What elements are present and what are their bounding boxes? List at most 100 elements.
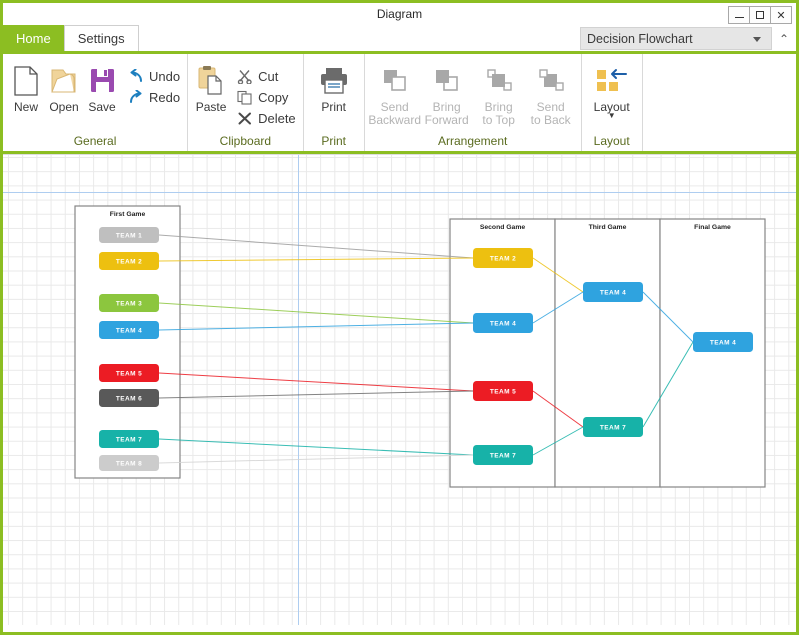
save-button-label: Save xyxy=(88,100,116,114)
flowchart-node-label: TEAM 7 xyxy=(600,424,626,431)
flowchart-node[interactable]: TEAM 7 xyxy=(99,430,159,448)
ribbon-group-print: Print Print xyxy=(304,54,365,151)
flowchart-node[interactable]: TEAM 7 xyxy=(583,417,643,437)
connector-line[interactable] xyxy=(158,322,474,331)
ribbon-tab-strip: Home Settings Decision Flowchart ⌃ xyxy=(3,25,796,54)
connector-line[interactable] xyxy=(532,426,584,456)
connector-line[interactable] xyxy=(158,234,474,259)
flowchart-node-label: TEAM 2 xyxy=(116,258,142,265)
tab-home[interactable]: Home xyxy=(3,25,64,51)
open-folder-icon xyxy=(50,62,78,100)
swimlane-label: Final Game xyxy=(694,224,731,231)
paste-button[interactable]: Paste xyxy=(192,60,230,114)
minimize-button[interactable] xyxy=(728,6,750,24)
tab-home-label: Home xyxy=(16,30,51,46)
print-button[interactable]: Print xyxy=(308,60,360,114)
connector-line[interactable] xyxy=(532,390,584,428)
flowchart-node[interactable]: TEAM 7 xyxy=(473,445,533,465)
vertical-guide-line xyxy=(298,155,299,625)
clipboard-actions-column: Cut Copy Delete xyxy=(230,60,299,129)
flowchart-node-label: TEAM 8 xyxy=(116,460,142,467)
connector-line[interactable] xyxy=(532,291,584,324)
swimlane[interactable]: Third Game xyxy=(554,218,661,488)
open-button-label: Open xyxy=(49,100,79,114)
redo-button[interactable]: Redo xyxy=(123,87,183,108)
flowchart-node[interactable]: TEAM 5 xyxy=(473,381,533,401)
chevron-up-icon: ⌃ xyxy=(778,31,790,46)
diagram-type-select[interactable]: Decision Flowchart xyxy=(580,27,772,50)
tab-settings[interactable]: Settings xyxy=(63,25,139,51)
window-controls: ✕ xyxy=(728,6,792,24)
connector-line[interactable] xyxy=(158,302,474,324)
connector-line[interactable] xyxy=(158,390,474,399)
undo-arrow-icon xyxy=(126,69,146,84)
save-button[interactable]: Save xyxy=(83,60,121,114)
send-backward-icon xyxy=(381,62,409,100)
connector-line[interactable] xyxy=(158,454,474,464)
scissors-icon xyxy=(235,69,255,84)
flowchart-node[interactable]: TEAM 4 xyxy=(473,313,533,333)
bring-to-top-icon xyxy=(485,62,513,100)
maximize-button[interactable] xyxy=(749,6,771,24)
print-button-label: Print xyxy=(321,100,346,114)
redo-arrow-icon xyxy=(126,90,146,105)
connector-line[interactable] xyxy=(158,257,474,262)
flowchart-node[interactable]: TEAM 1 xyxy=(99,227,159,243)
collapse-ribbon-button[interactable]: ⌃ xyxy=(774,28,794,50)
minimize-icon xyxy=(734,17,744,18)
connector-line[interactable] xyxy=(158,438,474,456)
diagram-type-value: Decision Flowchart xyxy=(587,31,693,46)
connector-line[interactable] xyxy=(642,291,694,343)
flowchart-node[interactable]: TEAM 2 xyxy=(99,252,159,270)
flowchart-node[interactable]: TEAM 8 xyxy=(99,455,159,471)
flowchart-node[interactable]: TEAM 4 xyxy=(99,321,159,339)
new-page-icon xyxy=(13,62,39,100)
flowchart-node[interactable]: TEAM 2 xyxy=(473,248,533,268)
close-icon: ✕ xyxy=(776,9,786,22)
flowchart-node-label: TEAM 5 xyxy=(116,370,142,377)
swimlane-label: Second Game xyxy=(480,224,526,231)
copy-button-label: Copy xyxy=(258,90,289,105)
flowchart-node-label: TEAM 1 xyxy=(116,232,142,239)
flowchart-node[interactable]: TEAM 3 xyxy=(99,294,159,312)
flowchart-node-label: TEAM 7 xyxy=(116,436,142,443)
layout-icon xyxy=(595,62,629,100)
delete-button-label: Delete xyxy=(258,111,296,126)
flowchart-node-label: TEAM 4 xyxy=(116,327,142,334)
ribbon-group-print-label: Print xyxy=(321,134,346,148)
undo-button[interactable]: Undo xyxy=(123,66,183,87)
layout-button[interactable]: Layout ▼ xyxy=(586,60,638,120)
swimlane-label: Third Game xyxy=(589,224,627,231)
cut-button[interactable]: Cut xyxy=(232,66,299,87)
connector-line[interactable] xyxy=(532,257,584,293)
delete-button[interactable]: Delete xyxy=(232,108,299,129)
flowchart-node[interactable]: TEAM 6 xyxy=(99,389,159,407)
new-button[interactable]: New xyxy=(7,60,45,114)
ribbon-group-clipboard-label: Clipboard xyxy=(219,134,272,148)
close-button[interactable]: ✕ xyxy=(770,6,792,24)
flowchart-node-label: TEAM 4 xyxy=(710,339,736,346)
flowchart-node[interactable]: TEAM 4 xyxy=(693,332,753,352)
swimlane[interactable]: Final Game xyxy=(659,218,766,488)
flowchart-node-label: TEAM 4 xyxy=(600,289,626,296)
connector-line[interactable] xyxy=(158,372,474,392)
flowchart-node[interactable]: TEAM 4 xyxy=(583,282,643,302)
ribbon-toolbar: New Open Save xyxy=(3,54,796,154)
open-button[interactable]: Open xyxy=(45,60,83,114)
flowchart-node-label: TEAM 4 xyxy=(490,320,516,327)
window-title: Diagram xyxy=(376,7,423,21)
flowchart-node[interactable]: TEAM 5 xyxy=(99,364,159,382)
copy-button[interactable]: Copy xyxy=(232,87,299,108)
connector-line[interactable] xyxy=(642,341,694,428)
horizontal-guide-line xyxy=(3,192,796,193)
